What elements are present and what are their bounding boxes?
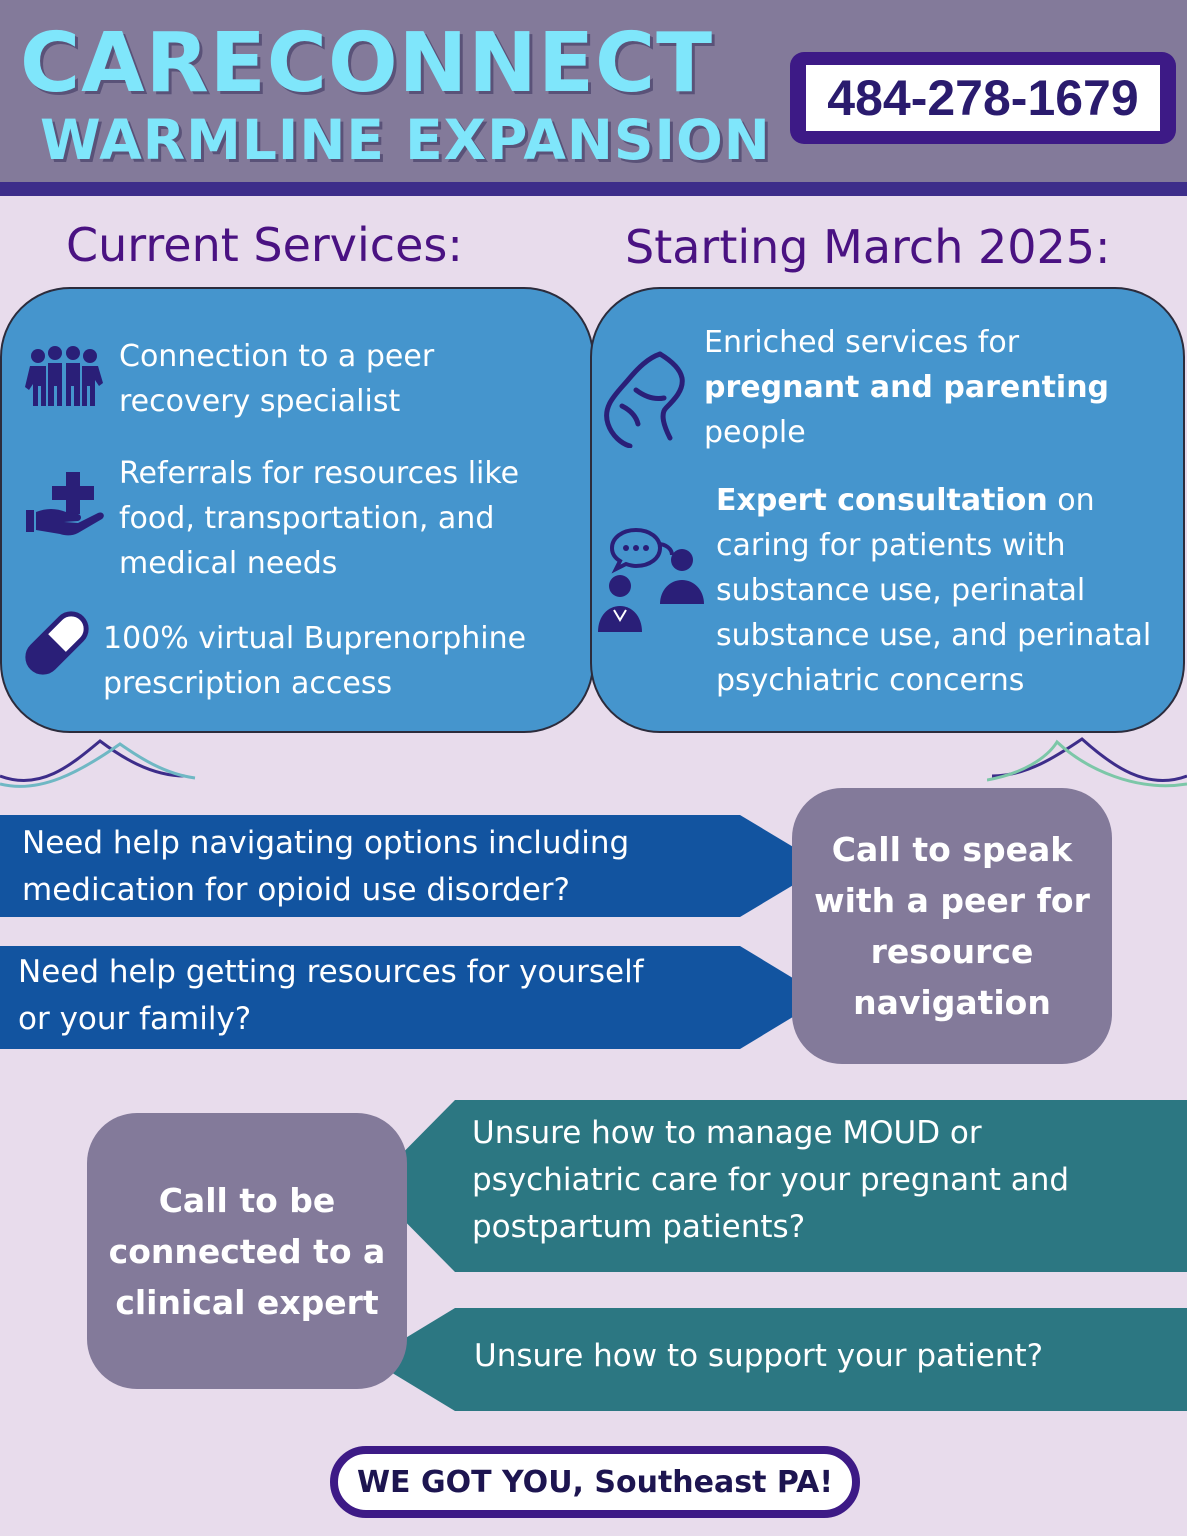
text-line: clinical expert — [115, 1282, 379, 1322]
footer-badge: WE GOT YOU, Southeast PA! — [330, 1446, 860, 1518]
phone-number-box[interactable]: 484-278-1679 — [790, 52, 1176, 144]
text-line: with a peer for — [814, 881, 1090, 920]
text-line: recovery specialist — [119, 384, 401, 419]
text-line: caring for patients with — [716, 528, 1066, 563]
text-line: substance use, perinatal — [716, 573, 1086, 608]
doctor-consult-chat-icon — [598, 524, 704, 636]
call-expert-box[interactable]: Call to be connected to a clinical exper… — [87, 1113, 407, 1389]
capsule-pill-icon — [20, 606, 94, 680]
expert-question-arrow-2: Unsure how to support your patient? — [370, 1308, 1187, 1411]
decorative-wave-right — [986, 736, 1187, 800]
starting-march-heading: Starting March 2025: — [625, 220, 1111, 274]
expert-question-arrow-1: Unsure how to manage MOUD or psychiatric… — [370, 1100, 1187, 1272]
current-services-heading: Current Services: — [66, 218, 463, 272]
call-peer-box[interactable]: Call to speak with a peer for resource n… — [792, 788, 1112, 1064]
page-subtitle: WARMLINE EXPANSION — [40, 108, 771, 172]
peer-question-arrow-2: Need help getting resources for yourself… — [0, 946, 825, 1049]
text-line: connected to a — [108, 1231, 386, 1271]
current-services-panel — [0, 287, 594, 733]
text-line: people — [704, 415, 806, 450]
text-line: psychiatric concerns — [716, 663, 1025, 698]
text-line: psychiatric care for your pregnant and — [472, 1162, 1070, 1198]
hand-medical-cross-icon — [24, 470, 106, 536]
text-line: resource — [870, 932, 1034, 971]
enriched-services-text: Enriched services for pregnant and paren… — [704, 320, 1109, 455]
text-line: Call to speak — [831, 830, 1073, 869]
expert-consultation-text: Expert consultation on caring for patien… — [716, 478, 1151, 703]
text-line: Unsure how to manage MOUD or — [472, 1115, 982, 1151]
text-line: Need help navigating options including — [22, 825, 630, 861]
text-line: or your family? — [18, 1001, 252, 1037]
text-line: on — [1047, 483, 1095, 518]
peer-connection-text: Connection to a peer recovery specialist — [119, 334, 434, 424]
text-line: 100% virtual Buprenorphine — [103, 621, 527, 656]
page-title: CARECONNECT — [20, 16, 714, 111]
text-line: substance use, and perinatal — [716, 618, 1152, 653]
text-line: Enriched services for — [704, 325, 1020, 360]
peer-question-arrow-1: Need help navigating options including m… — [0, 815, 825, 917]
text-line: Need help getting resources for yourself — [18, 954, 644, 990]
text-line: prescription access — [103, 666, 393, 701]
text-line: Unsure how to support your patient? — [474, 1338, 1044, 1374]
bold-text: Expert consultation — [716, 483, 1048, 518]
phone-number[interactable]: 484-278-1679 — [806, 65, 1160, 131]
buprenorphine-text: 100% virtual Buprenorphine prescription … — [103, 616, 526, 706]
text-line: navigation — [853, 983, 1051, 1022]
group-people-icon — [24, 346, 104, 408]
text-line: medical needs — [119, 546, 338, 581]
starting-march-panel — [590, 287, 1185, 733]
text-line: food, transportation, and — [119, 501, 495, 536]
text-line: Connection to a peer — [119, 339, 435, 374]
text-line: Call to be — [158, 1180, 336, 1220]
bold-text: pregnant and parenting — [704, 370, 1110, 405]
text-line: medication for opioid use disorder? — [22, 872, 570, 908]
decorative-wave-left — [0, 736, 200, 800]
text-line: postpartum patients? — [472, 1209, 806, 1245]
referrals-text: Referrals for resources like food, trans… — [119, 451, 519, 586]
pregnant-person-icon — [600, 350, 692, 448]
text-line: Referrals for resources like — [119, 456, 520, 491]
